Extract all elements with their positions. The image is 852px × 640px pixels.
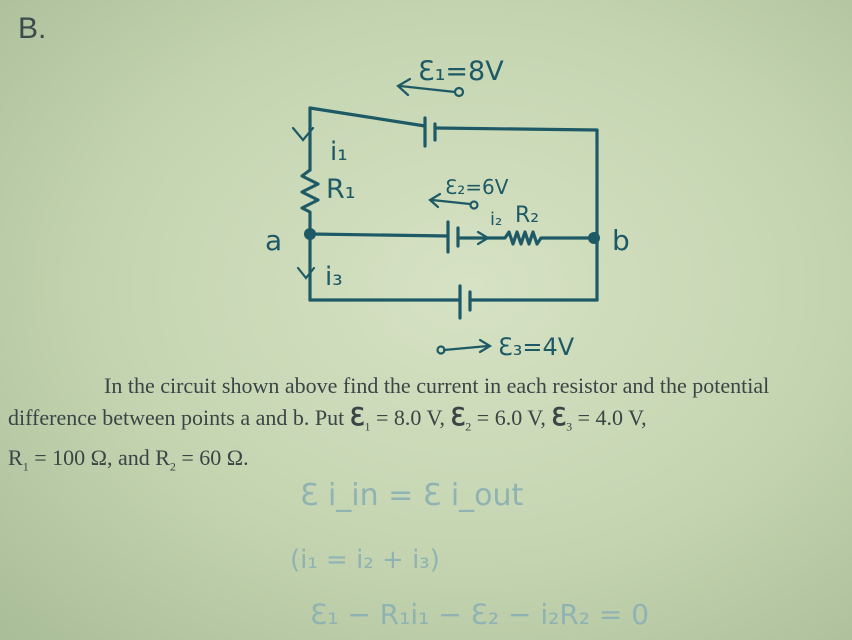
node-a-label: a <box>265 224 282 257</box>
problem-statement: In the circuit shown above find the curr… <box>8 370 838 483</box>
statement-line-2: difference between points a and b. Put ℇ… <box>8 402 647 434</box>
problem-label: B. <box>18 12 47 45</box>
emf3-arrow-icon <box>442 338 493 354</box>
emf3-terminal-icon <box>436 345 446 355</box>
mid-wire-left <box>308 232 450 238</box>
resistor-r1 <box>300 168 320 302</box>
statement-line-3: R1 = 100 Ω, and R2 = 60 Ω. <box>8 445 249 474</box>
emf2-arrow-icon <box>428 192 472 209</box>
statement-line-1: In the circuit shown above find the curr… <box>104 373 770 398</box>
node-a-dot <box>304 228 316 240</box>
i2-arrow-icon <box>476 230 491 246</box>
node-b-label: b <box>612 224 630 257</box>
emf3-label: ℇ₃=4V <box>498 333 575 361</box>
i3-label: i₃ <box>325 262 343 292</box>
r2-label: R₂ <box>515 203 539 228</box>
emf1-label: ℇ₁=8V <box>418 56 504 87</box>
r1-label: R₁ <box>326 174 356 205</box>
note-kirchhoff-current: ℇ i_in = ℇ i_out <box>300 478 524 513</box>
resistor-r2 <box>456 230 597 246</box>
note-current-sum: (i₁ = i₂ + i₃) <box>290 545 440 575</box>
i1-label: i₁ <box>330 137 348 167</box>
node-b-dot <box>588 232 600 244</box>
emf1-arrow-icon <box>396 77 457 97</box>
top-wire-right <box>433 126 599 302</box>
emf1-terminal-icon <box>453 86 465 98</box>
emf2-terminal-icon <box>469 200 479 210</box>
i2-label: i₂ <box>490 209 502 230</box>
i3-arrow-icon <box>296 266 316 280</box>
emf2-label: ℇ₂=6V <box>445 175 509 199</box>
note-loop-equation: ℇ₁ − R₁i₁ − ℇ₂ − i₂R₂ = 0 <box>310 598 650 631</box>
i1-arrow-icon <box>291 126 315 142</box>
top-wire-left <box>308 106 427 128</box>
